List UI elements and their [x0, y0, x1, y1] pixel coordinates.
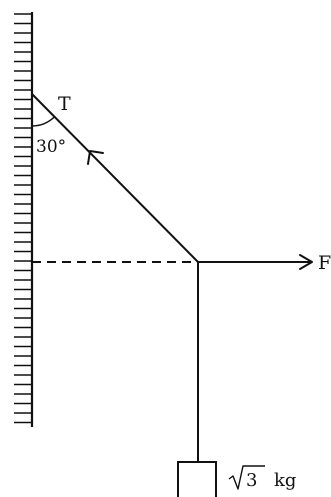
angle-label: 30°	[36, 137, 66, 157]
force-arrowhead	[299, 254, 313, 270]
radical-sign	[228, 465, 265, 490]
mass-unit: kg	[274, 470, 296, 491]
angle-arc	[31, 116, 55, 127]
mass-block	[177, 461, 217, 497]
force-label: F	[318, 252, 331, 274]
wall-hatching	[14, 13, 32, 424]
tension-label: T	[58, 93, 71, 115]
string-line	[31, 93, 199, 263]
mass-radicand: 3	[246, 470, 257, 491]
tension-arrowhead	[87, 150, 104, 165]
mass-label: 3 kg	[228, 465, 296, 491]
wall	[14, 12, 34, 427]
